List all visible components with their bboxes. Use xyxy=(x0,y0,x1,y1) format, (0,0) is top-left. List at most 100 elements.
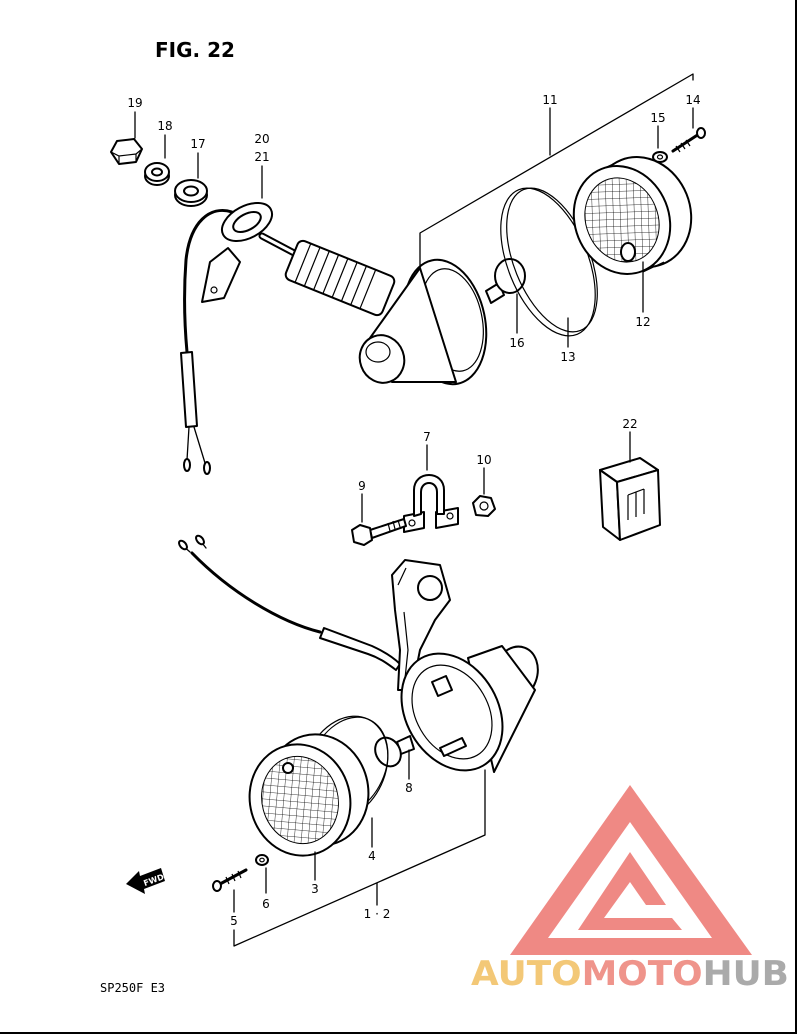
wire-terminal xyxy=(178,539,188,551)
callout-12: 12 xyxy=(635,315,650,329)
grommet-body xyxy=(221,202,273,242)
relay-side xyxy=(616,469,661,541)
model-code: SP250F E3 xyxy=(100,981,165,995)
callout-5: 5 xyxy=(230,914,238,928)
callout-10: 10 xyxy=(476,453,491,467)
washer-part-15 xyxy=(652,151,668,163)
washer-hole xyxy=(656,154,664,160)
lens-nub xyxy=(282,762,294,774)
bolt-part-9 xyxy=(351,518,407,546)
clamp-band-outer xyxy=(413,474,445,517)
bracket-hole xyxy=(210,286,218,294)
wire-terminal xyxy=(183,458,191,472)
grommet-part-20-21 xyxy=(221,202,300,258)
callout-13: 13 xyxy=(560,350,575,364)
washer-hole xyxy=(259,857,265,863)
callout-1-2: 1 · 2 xyxy=(364,907,391,921)
bracket-hole xyxy=(417,575,443,601)
housing-bottom xyxy=(400,645,539,773)
housing-tip xyxy=(358,334,406,384)
washer-hole xyxy=(151,167,163,177)
screw-head xyxy=(212,880,222,892)
nut-part-19 xyxy=(110,138,143,165)
wire-terminal xyxy=(203,461,211,475)
socket-contact xyxy=(439,737,467,757)
wordmark-moto: MOTO xyxy=(582,954,703,994)
lens-part-12 xyxy=(572,156,693,275)
grommet-inner xyxy=(232,211,262,233)
callout-11: 11 xyxy=(542,93,557,107)
wordmark-hub: HUB xyxy=(703,954,789,994)
callout-18: 18 xyxy=(157,119,172,133)
callout-6: 6 xyxy=(262,897,270,911)
screw-part-14 xyxy=(671,127,706,153)
bracket-1-2 xyxy=(233,769,486,947)
boot-ribs xyxy=(294,243,377,309)
bracket-11 xyxy=(419,73,694,269)
housing-rim xyxy=(411,664,493,760)
nut-hole xyxy=(479,501,489,511)
stem-boot xyxy=(284,239,396,317)
callout-16: 16 xyxy=(509,336,524,350)
washer-face xyxy=(652,151,668,163)
housing-part-11 xyxy=(358,258,488,386)
washer-part-6 xyxy=(255,854,269,866)
clamp-hole xyxy=(408,519,416,527)
washer-face xyxy=(255,854,269,866)
callout-21: 21 xyxy=(254,150,269,164)
wire-sleeve xyxy=(180,351,198,428)
callout-4: 4 xyxy=(368,849,376,863)
screw-part-5 xyxy=(212,868,248,892)
washer-hole xyxy=(183,185,199,197)
relay-terminals xyxy=(627,488,645,520)
leader-lines xyxy=(134,73,694,947)
housing-flange xyxy=(400,652,504,772)
wire-leads xyxy=(186,426,206,464)
clamp-part-7 xyxy=(403,474,459,533)
callout-19: 19 xyxy=(127,96,142,110)
bulb-part-8 xyxy=(374,735,415,768)
housing-tip-highlight xyxy=(365,341,391,363)
nut-outline xyxy=(472,495,496,517)
callout-7: 7 xyxy=(423,430,431,444)
nut-outline xyxy=(110,138,143,165)
lens-grid xyxy=(584,177,660,263)
wire-terminal xyxy=(195,534,205,546)
lens-nub xyxy=(620,242,636,262)
signal-wire-top xyxy=(180,209,234,475)
callout-labels: 19 18 17 20 21 11 14 15 12 16 13 7 22 10… xyxy=(127,93,700,928)
stud-highlight xyxy=(260,234,298,256)
callout-20: 20 xyxy=(254,132,269,146)
nut-part-10 xyxy=(472,495,496,517)
screw-head xyxy=(696,127,706,139)
screw-thread xyxy=(225,870,242,885)
figure-title: FIG. 22 xyxy=(155,38,235,62)
washer-part-18 xyxy=(144,162,170,186)
mount-bracket-tab xyxy=(201,247,241,303)
screw-thread xyxy=(675,139,691,153)
lens-grid xyxy=(261,755,339,845)
washer-part-17 xyxy=(174,179,208,207)
logo-inner-mark xyxy=(578,852,682,930)
signal-wire-bottom xyxy=(178,534,401,671)
callout-9: 9 xyxy=(358,479,366,493)
relay-part-22 xyxy=(599,457,661,541)
bolt-head xyxy=(351,524,373,546)
nut-facets xyxy=(110,148,143,164)
callout-22: 22 xyxy=(622,417,637,431)
wordmark-auto: AUTO xyxy=(471,954,582,994)
wire-sleeve xyxy=(319,627,401,671)
clamp-hole xyxy=(446,512,454,520)
arrow-shape xyxy=(126,868,165,894)
callout-14: 14 xyxy=(685,93,700,107)
bolt-thread xyxy=(387,519,401,532)
callout-17: 17 xyxy=(190,137,205,151)
callout-3: 3 xyxy=(311,882,319,896)
wire-cable xyxy=(190,551,322,634)
callout-15: 15 xyxy=(650,111,665,125)
socket-detail xyxy=(431,675,453,697)
